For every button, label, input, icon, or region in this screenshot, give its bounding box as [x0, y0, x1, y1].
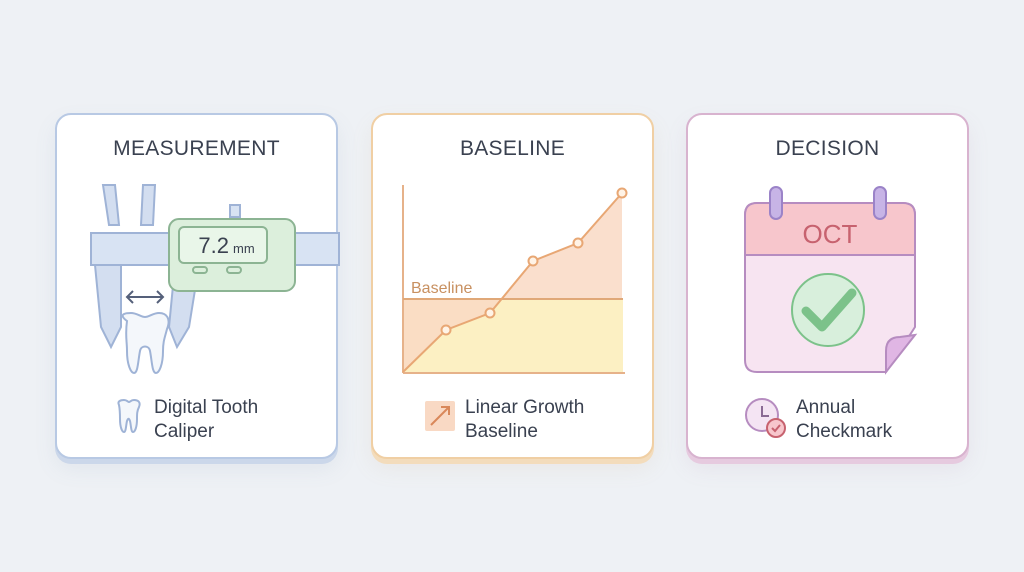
calendar-ring-right: [873, 186, 887, 220]
clock-check-mark: [771, 424, 781, 433]
caption-line: Digital Tooth: [154, 397, 259, 418]
caliper-knob: [229, 204, 241, 218]
caption-line: Caliper: [154, 421, 215, 442]
card-title: DECISION: [775, 137, 880, 160]
measurement-card: MEASUREMENT 7.2 mm Digital Tooth Caliper: [55, 113, 340, 459]
baseline-card: BASELINE Baseline Linear Growth Baseline: [371, 113, 654, 459]
data-point: [527, 255, 539, 267]
data-point: [616, 187, 628, 199]
baseline-caption: Linear Growth Baseline: [465, 396, 584, 444]
calendar-ring-left: [769, 186, 783, 220]
card-title: BASELINE: [459, 137, 566, 160]
decision-card: DECISION OCT Annual Checkmark: [686, 113, 969, 459]
calendar-month: OCT: [803, 219, 858, 249]
caliper-lower-jaw-left: [93, 264, 122, 350]
card-title: MEASUREMENT: [113, 137, 280, 160]
checkmark-icon: [791, 273, 865, 347]
baseline-label: Baseline: [411, 280, 472, 297]
decision-caption: Annual Checkmark: [796, 396, 892, 444]
caption-line: Annual: [796, 397, 856, 418]
check-mark: [801, 288, 857, 332]
tooth-icon: [121, 311, 170, 375]
caliper-reading: 7.2: [198, 233, 229, 258]
data-point: [484, 307, 496, 319]
calendar-header: [744, 202, 916, 256]
caliper-illustration: 7.2 mm: [90, 184, 340, 375]
calendar-page-curl: [885, 333, 918, 375]
tooth-icon: [117, 398, 141, 434]
caliper-unit: mm: [233, 241, 255, 256]
clock-check-icon: [745, 398, 786, 438]
growth-chart-icon: [425, 401, 455, 431]
clock-check-badge: [766, 418, 786, 438]
caliper-upper-jaw-left: [101, 184, 121, 226]
measurement-caption: Digital Tooth Caliper: [154, 396, 258, 444]
double-arrow-icon: [125, 290, 165, 304]
caliper-button-left: [192, 266, 208, 274]
growth-icon-arrow: [430, 406, 450, 426]
growth-fill-above: [403, 193, 622, 372]
data-point: [440, 324, 452, 336]
data-point: [572, 237, 584, 249]
caption-line: Linear Growth: [465, 397, 585, 418]
check-circle: [791, 273, 865, 347]
growth-icon-arrowhead: [441, 406, 450, 415]
growth-chart-illustration: Baseline: [402, 185, 628, 374]
caliper-button-right: [226, 266, 242, 274]
growth-line: [402, 192, 623, 373]
caliper-upper-jaw-right: [139, 184, 157, 226]
caliper-display-screen: [178, 226, 268, 264]
caption-line: Checkmark: [796, 421, 893, 442]
clock-hands: [761, 406, 769, 417]
caption-line: Baseline: [465, 421, 538, 442]
calendar-illustration: OCT: [744, 186, 918, 375]
